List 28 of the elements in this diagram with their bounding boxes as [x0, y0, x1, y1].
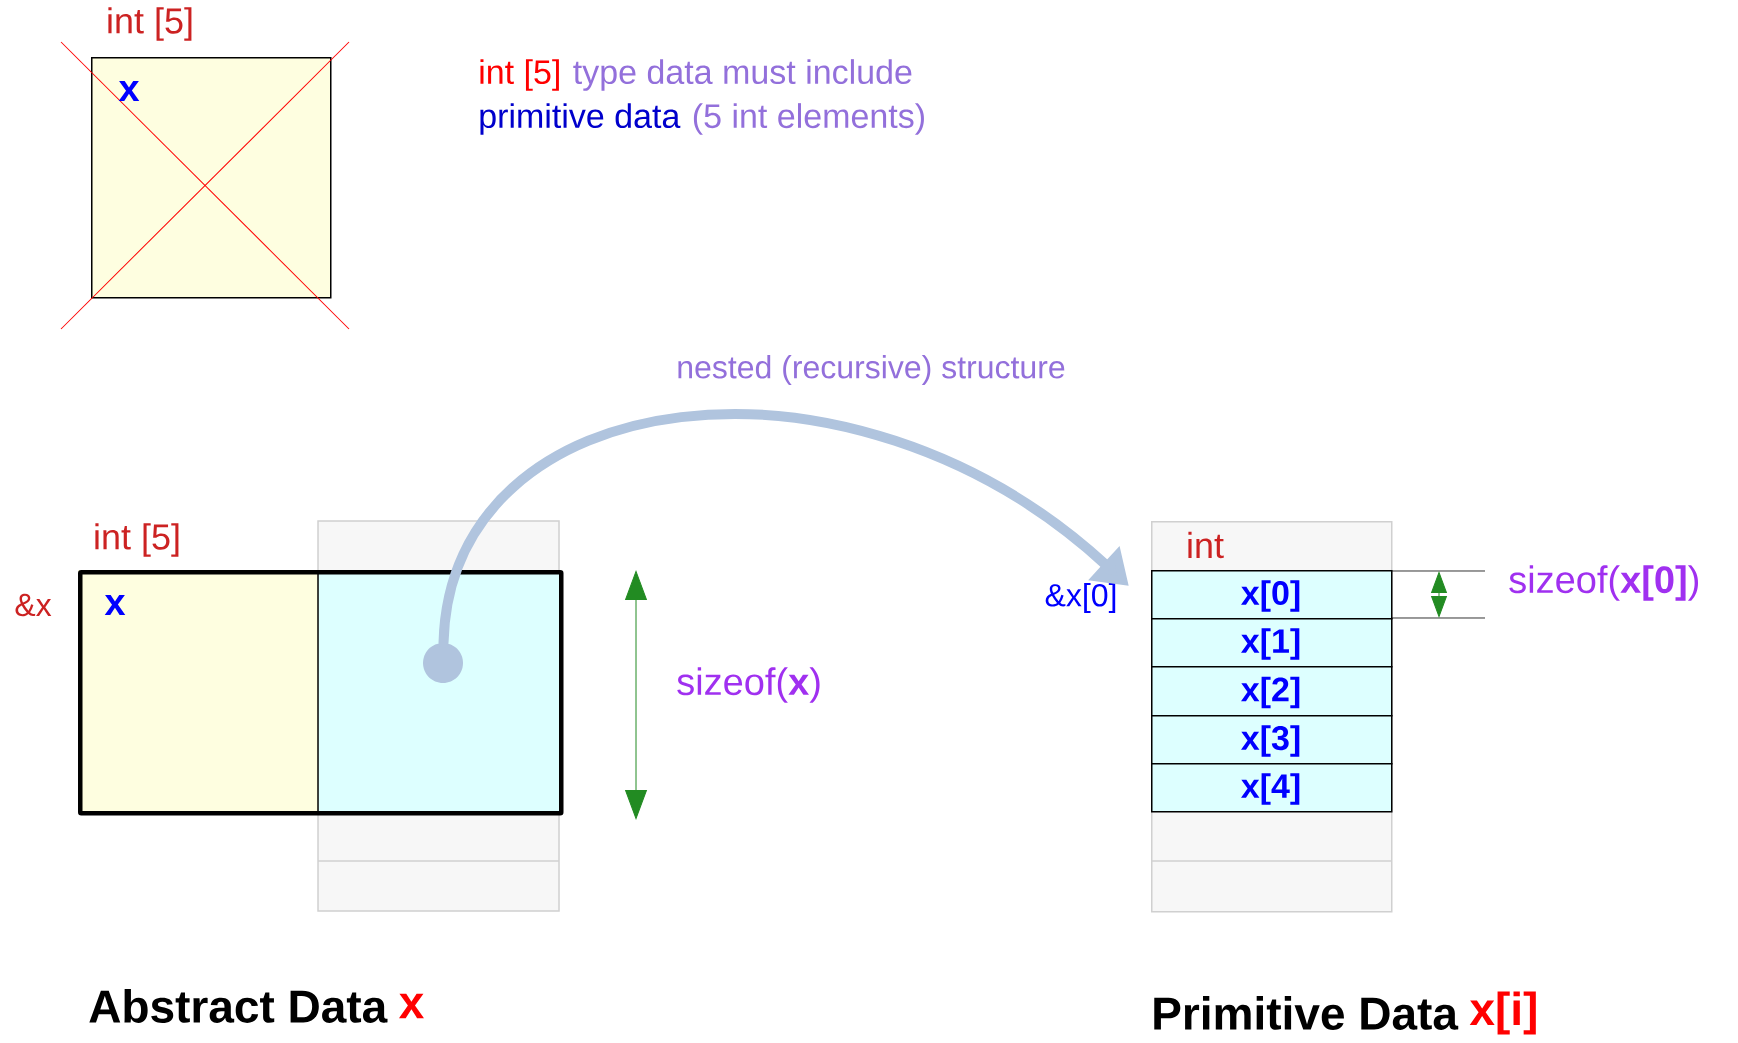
address-label: &x	[15, 593, 52, 617]
annotation-text: primitive data	[480, 103, 681, 135]
caption-text: Primitive Data	[1154, 996, 1459, 1030]
element-name: x[4]	[1241, 773, 1300, 805]
variable-name: x	[104, 594, 126, 616]
element-name: x[3]	[1241, 725, 1300, 757]
caption-text: x[i]	[1469, 991, 1536, 1035]
size-label: sizeof(x[0])	[1509, 565, 1698, 601]
element-name: x[1]	[1241, 628, 1300, 660]
array-cell	[1151, 715, 1393, 765]
address-label: &x[0]	[1045, 583, 1116, 613]
annotation-text: int [5]	[480, 59, 559, 91]
node-heading: int [5]	[108, 7, 192, 41]
node-heading: int	[1188, 531, 1224, 559]
node-heading: int [5]	[95, 523, 179, 557]
edge-label: nested (recursive) structure	[678, 355, 1065, 385]
element-name: x[0]	[1241, 580, 1300, 612]
annotation-text: type data must include	[573, 59, 912, 91]
array-cell	[1151, 618, 1393, 668]
annotation-text: (5 int elements)	[693, 103, 924, 135]
caption-text: Abstract Data	[89, 989, 388, 1023]
size-label: sizeof(x)	[677, 667, 820, 703]
circle	[423, 643, 463, 683]
array-cell	[1151, 763, 1393, 813]
caption-text: x	[399, 993, 424, 1019]
array-cell	[1151, 570, 1393, 620]
array-cell	[1151, 666, 1393, 717]
element-name: x[2]	[1241, 676, 1300, 709]
